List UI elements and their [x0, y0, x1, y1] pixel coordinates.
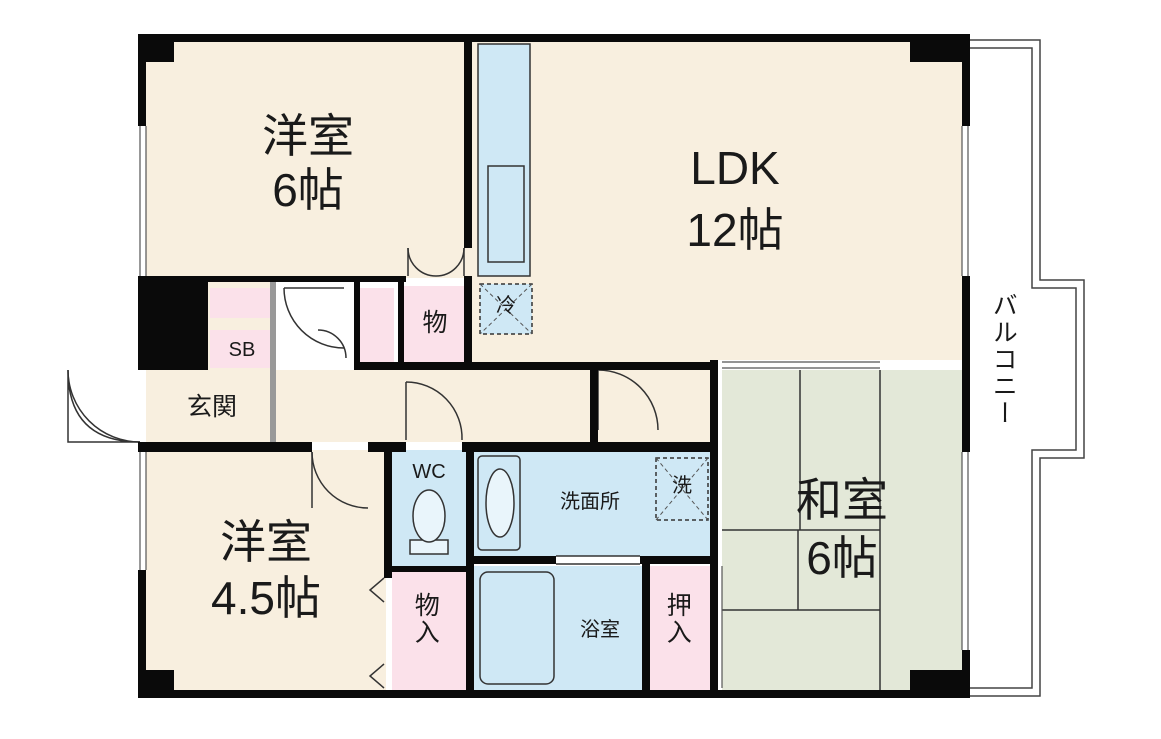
walls [138, 34, 970, 698]
balcony [966, 39, 1085, 697]
sb-top-floor [210, 288, 272, 318]
japanese-name: 和室 [796, 474, 888, 526]
stove [487, 165, 525, 263]
washroom-label: 洗面所 [560, 491, 620, 513]
oshiire-floor [650, 566, 714, 690]
sb-floor [210, 330, 272, 368]
balcony-label: バルコニー [989, 292, 1018, 427]
closet-small-floor [358, 288, 394, 362]
sink-basin [485, 468, 515, 538]
storage-mid-label: 物 [422, 309, 448, 337]
ldk-name: LDK [690, 142, 780, 194]
oshiire-label: 押入 [663, 592, 692, 646]
closet-storage-label: 物入 [411, 592, 440, 646]
bathtub [479, 571, 555, 685]
toilet-bowl [412, 489, 446, 543]
genkan-label: 玄関 [186, 393, 237, 421]
western-south-name: 洋室 [220, 516, 312, 568]
storage-south-floor [392, 568, 466, 690]
sb-label: SB [228, 339, 256, 361]
wc-label: WC [412, 461, 446, 483]
storage-mid-floor [404, 286, 466, 362]
western-south-size: 4.5帖 [211, 572, 321, 624]
western-south-floor [146, 450, 386, 690]
washer-label: 洗 [672, 475, 692, 497]
washer-space [655, 457, 709, 521]
western-north-size: 6帖 [272, 164, 344, 216]
fridge-cross-2 [479, 283, 533, 335]
door-swings [67, 247, 659, 689]
western-north-floor [146, 42, 468, 278]
bath-label: 浴室 [580, 619, 620, 641]
japanese-size: 6帖 [806, 532, 878, 584]
windows [139, 126, 969, 688]
tatami-lines [722, 370, 881, 690]
ldk-size: 12帖 [686, 204, 784, 256]
western-north-name: 洋室 [262, 110, 354, 162]
fridge-label: 冷 [496, 295, 516, 317]
